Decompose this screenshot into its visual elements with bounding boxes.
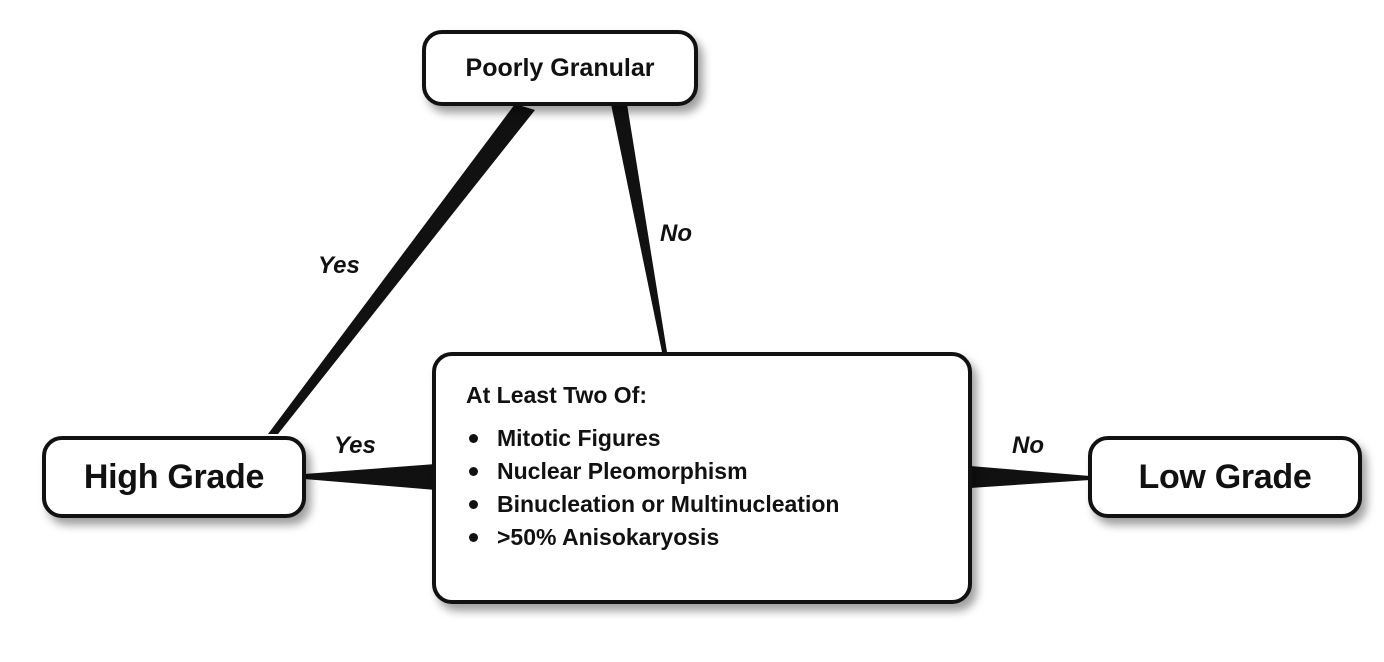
- node-high-grade: High Grade: [42, 436, 306, 518]
- connector-granular-to-criteria: [611, 104, 667, 352]
- criteria-item: Nuclear Pleomorphism: [466, 455, 968, 488]
- bullet-icon: [469, 434, 478, 443]
- connector-granular-to-high: [268, 104, 535, 434]
- node-poorly-granular: Poorly Granular: [422, 30, 698, 106]
- edge-label-criteria-to-low: No: [1012, 432, 1044, 459]
- criteria-item-label: Binucleation or Multinucleation: [497, 491, 840, 517]
- criteria-item: Binucleation or Multinucleation: [466, 488, 968, 521]
- criteria-list: Mitotic Figures Nuclear Pleomorphism Bin…: [466, 422, 968, 554]
- edge-label-granular-to-high: Yes: [318, 252, 360, 279]
- connector-criteria-to-low: [970, 466, 1090, 488]
- criteria-item-label: Mitotic Figures: [497, 425, 661, 451]
- bullet-icon: [469, 500, 478, 509]
- node-low-grade-label: Low Grade: [1138, 457, 1312, 496]
- criteria-item: Mitotic Figures: [466, 422, 968, 455]
- criteria-item-label: >50% Anisokaryosis: [497, 524, 720, 550]
- criteria-heading: At Least Two Of:: [466, 382, 648, 408]
- node-poorly-granular-label: Poorly Granular: [465, 53, 655, 82]
- criteria-item-label: Nuclear Pleomorphism: [497, 458, 748, 484]
- edge-label-granular-to-criteria: No: [660, 220, 692, 247]
- node-high-grade-label: High Grade: [83, 457, 265, 496]
- connector-criteria-to-high: [304, 464, 436, 490]
- bullet-icon: [469, 467, 478, 476]
- edge-label-criteria-to-high: Yes: [334, 432, 376, 459]
- bullet-icon: [469, 533, 478, 542]
- criteria-item: >50% Anisokaryosis: [466, 521, 968, 554]
- node-low-grade: Low Grade: [1088, 436, 1362, 518]
- node-criteria: At Least Two Of: Mitotic Figures Nuclear…: [432, 352, 972, 604]
